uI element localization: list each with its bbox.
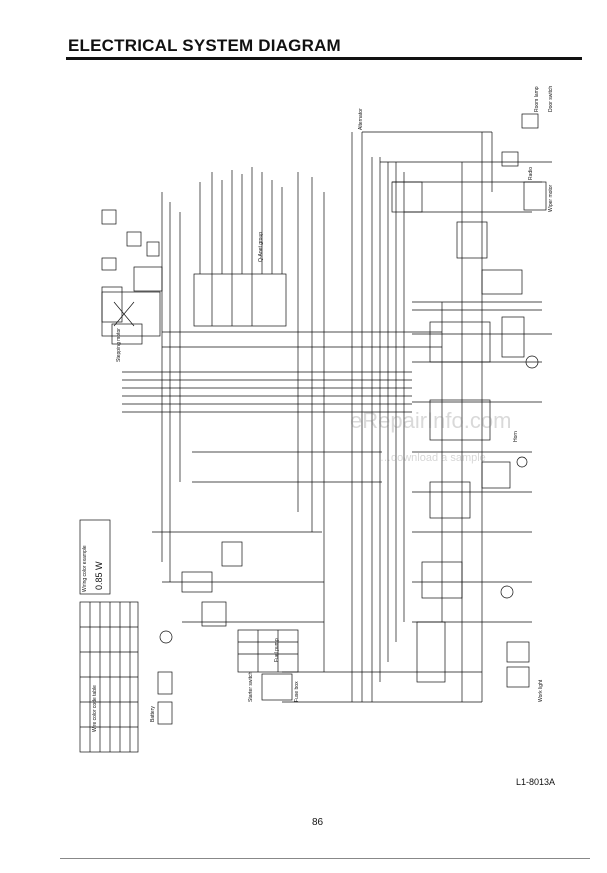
wire-table-title: Wire color code table bbox=[92, 685, 98, 732]
page-title: ELECTRICAL SYSTEM DIAGRAM bbox=[68, 36, 341, 55]
label-room-lamp: Room lamp bbox=[534, 86, 540, 112]
label-radio: Radio bbox=[528, 167, 534, 180]
label-stepping-motor: Stepping motor bbox=[116, 328, 122, 362]
label-q-anet: Q-Anet group bbox=[258, 232, 264, 262]
wiring-example-box bbox=[79, 519, 111, 595]
label-fuse-box: Fuse box bbox=[294, 681, 300, 702]
watermark: eRepairInfo.com bbox=[350, 408, 512, 433]
wiring-example-value: 0.85 W bbox=[94, 561, 104, 590]
label-alternator: Alternator bbox=[358, 108, 364, 130]
wire-color-table bbox=[79, 601, 139, 753]
wiring-diagram: Wire color code table Wiring color examp… bbox=[79, 86, 554, 753]
label-starter-switch: Starter switch bbox=[248, 671, 254, 702]
diagram-labels: Wire color code table Wiring color examp… bbox=[82, 86, 554, 732]
label-work-light: Work light bbox=[538, 679, 544, 702]
title-rule bbox=[66, 57, 582, 60]
document-code: L1-8013A bbox=[516, 777, 556, 787]
wiring-example-title: Wiring color example bbox=[82, 545, 88, 592]
label-wiper-motor: Wiper motor bbox=[548, 184, 554, 212]
footer-rule bbox=[60, 858, 590, 859]
label-door-switch: Door switch bbox=[548, 86, 554, 112]
page-number: 86 bbox=[312, 817, 324, 828]
label-battery: Battery bbox=[150, 706, 156, 722]
label-fuel-pump: Fuel pump bbox=[274, 638, 280, 662]
label-horn: Horn bbox=[513, 431, 519, 442]
watermark-sub: …download a sample bbox=[380, 452, 486, 464]
